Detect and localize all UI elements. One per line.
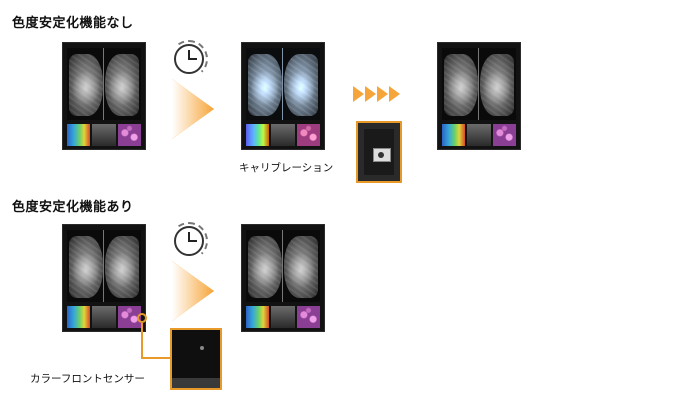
heatmap-thumbnail bbox=[67, 124, 91, 146]
calibration-sensor-icon bbox=[373, 148, 391, 162]
heatmap-thumbnail bbox=[246, 306, 270, 328]
thumbnail-strip bbox=[67, 306, 141, 328]
panel-divider bbox=[478, 48, 479, 120]
rotation-arc-icon bbox=[170, 40, 208, 78]
monitor-original-1 bbox=[62, 42, 146, 150]
chevron-right-icon bbox=[377, 86, 388, 102]
calibration-screen bbox=[364, 129, 394, 175]
pathology-thumbnail bbox=[117, 306, 141, 328]
heatmap-thumbnail bbox=[246, 124, 270, 146]
heatmap-thumbnail bbox=[67, 306, 91, 328]
thumbnail-strip bbox=[246, 124, 320, 146]
mammogram-right bbox=[480, 54, 514, 116]
orange-chevron-arrows-icon bbox=[353, 86, 400, 102]
panel-divider bbox=[103, 230, 104, 302]
time-passage-2 bbox=[170, 222, 222, 326]
calibration-device bbox=[356, 121, 402, 183]
sensor-dot-icon bbox=[200, 346, 204, 350]
mammogram-right bbox=[105, 236, 139, 298]
mammogram-left bbox=[444, 54, 478, 116]
mammogram-left bbox=[69, 236, 103, 298]
mammogram-left bbox=[248, 54, 282, 116]
monitor-stable bbox=[241, 224, 325, 332]
panel-divider bbox=[282, 48, 283, 120]
thumbnail-strip bbox=[67, 124, 141, 146]
pathology-thumbnail bbox=[296, 306, 320, 328]
mammogram-right bbox=[284, 236, 318, 298]
mammogram-image bbox=[246, 230, 320, 302]
monitor-calibrated bbox=[437, 42, 521, 150]
time-passage-1 bbox=[170, 40, 222, 144]
panel-divider bbox=[103, 48, 104, 120]
gray-thumbnail bbox=[92, 124, 116, 146]
monitor-shifted bbox=[241, 42, 325, 150]
mammogram-image-shifted bbox=[246, 48, 320, 120]
monitor-original-2 bbox=[62, 224, 146, 332]
mammogram-right bbox=[105, 54, 139, 116]
mammogram-image bbox=[67, 48, 141, 120]
panel-divider bbox=[282, 230, 283, 302]
mammogram-image bbox=[442, 48, 516, 120]
pathology-thumbnail bbox=[296, 124, 320, 146]
rotation-arc-icon bbox=[170, 222, 208, 260]
heatmap-thumbnail bbox=[442, 124, 466, 146]
front-sensor-closeup bbox=[170, 328, 222, 390]
mammogram-image bbox=[67, 230, 141, 302]
mammogram-left bbox=[248, 236, 282, 298]
thumbnail-strip bbox=[442, 124, 516, 146]
clock-icon bbox=[174, 44, 204, 74]
gray-thumbnail bbox=[271, 124, 295, 146]
chevron-right-icon bbox=[389, 86, 400, 102]
thumbnail-strip bbox=[246, 306, 320, 328]
gray-thumbnail bbox=[92, 306, 116, 328]
section-title-without: 色度安定化機能なし bbox=[12, 16, 134, 31]
section-title-with: 色度安定化機能あり bbox=[12, 200, 134, 215]
connector-vertical bbox=[141, 323, 143, 359]
gray-thumbnail bbox=[467, 124, 491, 146]
mammogram-left bbox=[69, 54, 103, 116]
gray-thumbnail bbox=[271, 306, 295, 328]
sensor-highlight-circle bbox=[137, 313, 147, 323]
pathology-thumbnail bbox=[492, 124, 516, 146]
calibration-label: キャリブレーション bbox=[239, 162, 334, 174]
pathology-thumbnail bbox=[117, 124, 141, 146]
connector-horizontal bbox=[141, 357, 172, 359]
chevron-right-icon bbox=[365, 86, 376, 102]
mammogram-right bbox=[284, 54, 318, 116]
clock-icon bbox=[174, 226, 204, 256]
sensor-label: カラーフロントセンサー bbox=[30, 373, 145, 385]
chevron-right-icon bbox=[353, 86, 364, 102]
monitor-bezel bbox=[172, 378, 220, 388]
